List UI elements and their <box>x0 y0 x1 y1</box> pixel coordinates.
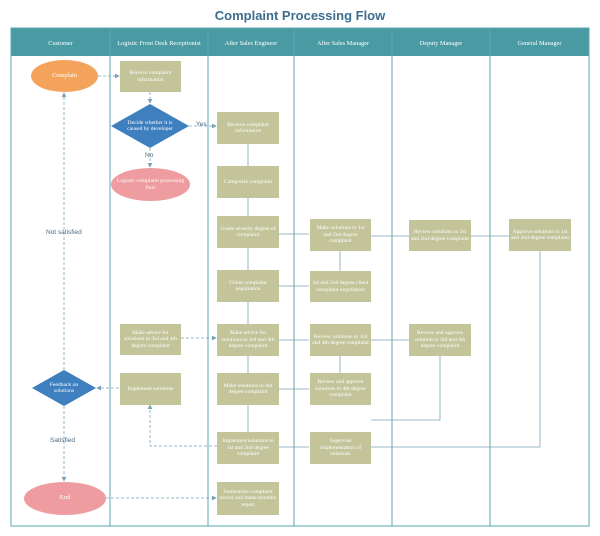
lane-header-front-desk: Logistic Front Desk Receptionist <box>117 39 201 47</box>
negotiation-12: 1st and 2nd degree client complaint nego… <box>310 271 371 302</box>
make-solutions-4th: Make solutions to 4th degree complaint <box>217 373 279 405</box>
make-advice-engineer: Make advice for solutions to 3rd and 4th… <box>217 324 279 356</box>
supervise-implementation: Supervise implementation of solutions <box>310 432 371 464</box>
edge-label-yes: Yes <box>196 121 207 128</box>
make-advice-front: Make advice for solutions to 3rd and 4th… <box>120 324 181 355</box>
decision-diamond-feedback <box>32 370 96 406</box>
receive-info-engineer: Receive complaint information <box>217 112 279 144</box>
logistic-flow-terminal: Logistic complaint processing flow <box>111 168 190 201</box>
lane-header-engineer: After Sales Engineer <box>224 39 278 47</box>
lane-header-deputy-manager: Deputy Manager <box>419 39 463 47</box>
decision-diamond-developer <box>111 104 189 148</box>
approve-solutions-12: Approve solutions to 1st and 2nd degree … <box>509 219 571 251</box>
edge-label-not-satisfied: Not satisfied <box>46 229 82 236</box>
categorize-complaint: Categorize complaint <box>217 166 279 198</box>
implement-solutions-12: Implement solutions to 1st and 2nd degre… <box>217 432 279 464</box>
solid-connectors <box>247 144 541 448</box>
lane-header-customer: Customer <box>48 39 73 47</box>
make-solutions-12: Make solutions to 1st and 2nd degree com… <box>310 219 371 251</box>
review-approve-4th: Review and approve solutions to 4th degr… <box>310 373 371 405</box>
review-solutions-12: Review solutions to 1st and 2nd degree c… <box>409 220 471 251</box>
lane-header-band <box>11 28 589 56</box>
lane-header-general-manager: General Manager <box>517 39 562 47</box>
decision-developer-label: Decide whether it is caused by developer <box>127 119 173 133</box>
dashed-connectors <box>61 73 217 501</box>
review-solutions-34: Review solutions to 3rd and 4th degree c… <box>310 324 371 356</box>
summarize-report: Summarize complaint record and make mont… <box>217 482 279 515</box>
lane-dividers <box>109 28 491 526</box>
edge-label-satisfied: Satisfied <box>50 437 75 444</box>
edge-label-no: No <box>145 152 154 159</box>
lane-header-sales-manager: After Sales Manager <box>316 39 370 47</box>
diagram-border <box>10 27 590 527</box>
receive-info-front: Receive complaint information <box>120 61 181 92</box>
start-complain: Complain <box>31 60 98 92</box>
decision-feedback-label: Feedback on solutions <box>49 381 79 395</box>
grade-severity: Grade severity degree of complaint <box>217 216 279 248</box>
implement-solutions: Implement solutions <box>120 373 181 405</box>
end-terminal: End <box>24 482 106 515</box>
diagram-title: Complaint Processing Flow <box>214 8 386 23</box>
review-approve-34-deputy: Review and approve solution to 3rd and 4… <box>409 324 471 356</box>
client-negotiation: Client complaint negotiation <box>217 270 279 302</box>
